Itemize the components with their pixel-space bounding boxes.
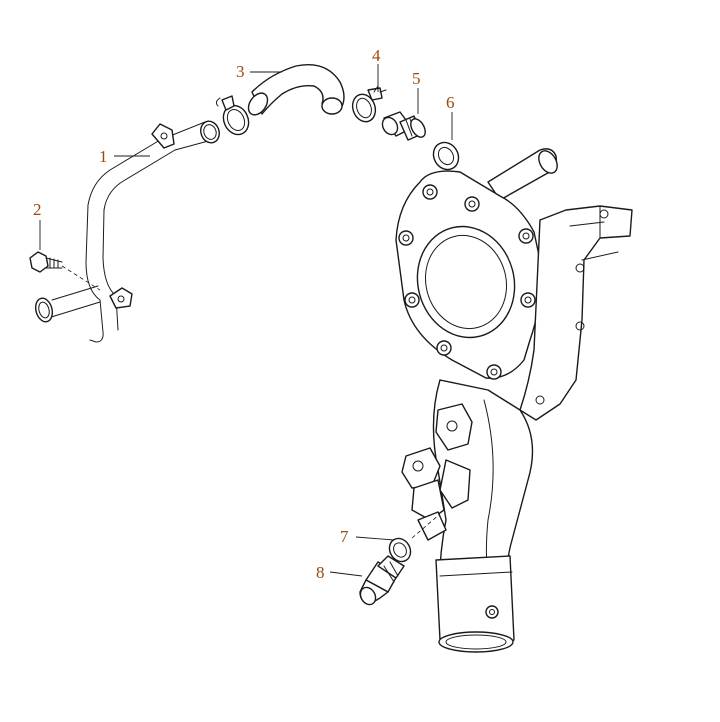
leader-lines [39, 64, 453, 577]
callout-4: 4 [372, 46, 381, 65]
hose-fitting-part-5 [381, 111, 426, 141]
callout-2: 2 [33, 200, 42, 219]
callout-8: 8 [316, 563, 325, 582]
callout-5: 5 [412, 69, 421, 88]
sealing-washer-part-6 [432, 141, 460, 171]
callout-3: 3 [236, 62, 245, 81]
callout-6: 6 [446, 93, 455, 112]
coolant-pipe-part-1 [34, 120, 220, 343]
housing-body [395, 148, 633, 653]
rubber-hose-part-3 [247, 64, 345, 116]
callout-1: 1 [99, 147, 108, 166]
hose-clamp-left [215, 95, 250, 136]
temperature-sensor-part-8 [359, 555, 405, 606]
hose-clamp-part-4 [351, 85, 387, 123]
bolt-part-2 [29, 251, 101, 291]
o-ring-part-7 [388, 537, 412, 563]
callout-labels: 1 2 3 4 5 6 7 8 [33, 46, 455, 582]
callout-7: 7 [340, 527, 349, 546]
